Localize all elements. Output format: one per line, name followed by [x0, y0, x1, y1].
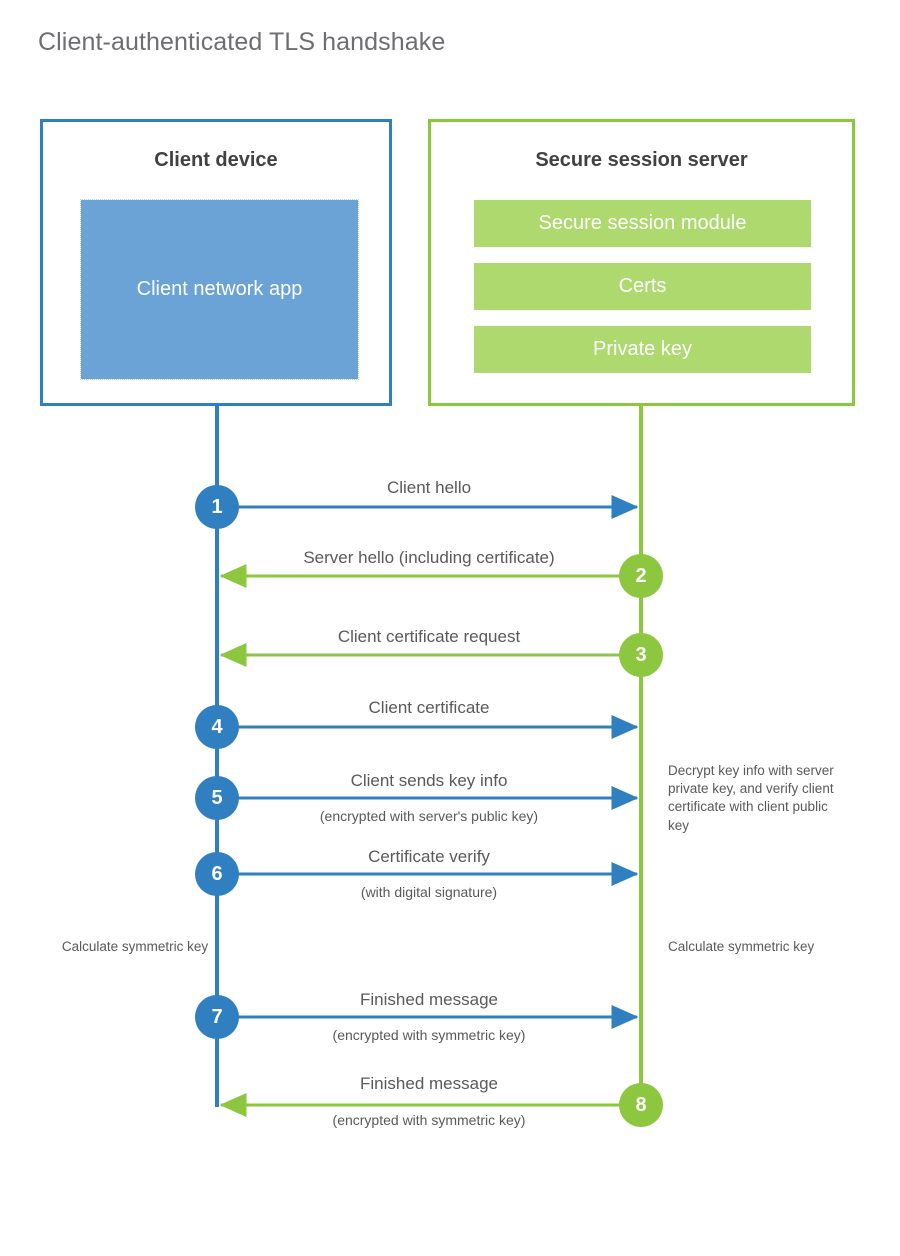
message-sublabel-step-7: (encrypted with symmetric key)	[332, 1027, 526, 1043]
step-marker-5[interactable]: 5	[195, 776, 239, 820]
note-client-calculate-symmetric-key: Calculate symmetric key	[61, 939, 209, 954]
server-module-private-key: Private key	[474, 326, 811, 373]
message-sublabel-step-8: (encrypted with symmetric key)	[332, 1112, 526, 1128]
step-marker-7[interactable]: 7	[195, 995, 239, 1039]
message-label-step-6: Certificate verify	[368, 847, 490, 866]
step-marker-8[interactable]: 8	[619, 1083, 663, 1127]
server-module-secure-session-module: Secure session module	[474, 200, 811, 247]
message-label-step-8: Finished message	[360, 1074, 498, 1093]
step-marker-2[interactable]: 2	[619, 554, 663, 598]
message-label-step-4: Client certificate	[368, 698, 490, 717]
secure-session-server-title: Secure session server	[535, 149, 748, 171]
message-label-step-2: Server hello (including certificate)	[303, 548, 555, 567]
note-server-decrypt: Decrypt key info with server private key…	[668, 763, 834, 833]
message-label-step-3: Client certificate request	[337, 627, 521, 646]
message-label-step-7: Finished message	[360, 990, 498, 1009]
client-device-box: Client device Client network app	[40, 119, 392, 406]
server-module-certs: Certs	[474, 263, 811, 310]
note-server-calculate-symmetric-key: Calculate symmetric key	[668, 939, 815, 954]
client-network-app-block: Client network app	[80, 199, 359, 380]
step-marker-4[interactable]: 4	[195, 705, 239, 749]
message-label-step-1: Client hello	[386, 478, 472, 497]
step-marker-1[interactable]: 1	[195, 485, 239, 529]
message-sublabel-step-6: (with digital signature)	[360, 884, 498, 900]
client-device-title: Client device	[154, 149, 278, 171]
message-sublabel-step-5: (encrypted with server's public key)	[319, 808, 539, 824]
step-marker-3[interactable]: 3	[619, 633, 663, 677]
page-title: Client-authenticated TLS handshake	[38, 28, 446, 56]
message-label-step-5: Client sends key info	[350, 771, 508, 790]
step-marker-6[interactable]: 6	[195, 852, 239, 896]
secure-session-server-box: Secure session server Secure session mod…	[428, 119, 855, 406]
